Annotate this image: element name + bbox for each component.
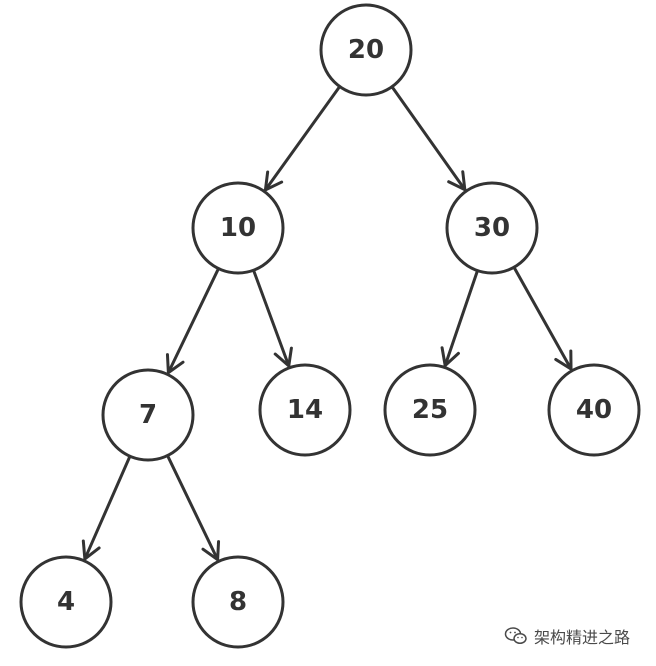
watermark-text: 架构精进之路 — [534, 628, 631, 647]
arrowhead-icon — [263, 170, 284, 192]
watermark: 架构精进之路 — [504, 624, 630, 648]
node-circle — [258, 363, 352, 457]
edge-line — [166, 267, 220, 375]
edge-line — [443, 269, 479, 368]
tree-node-40: 40 — [547, 363, 641, 457]
edge-line — [166, 454, 220, 562]
edge-30-25 — [440, 269, 479, 368]
node-circle — [191, 181, 285, 275]
node-label: 10 — [220, 213, 256, 243]
arrowhead-icon — [81, 539, 101, 561]
edge-20-10 — [263, 85, 342, 192]
edge-7-4 — [81, 454, 132, 561]
edge-10-14 — [252, 268, 293, 368]
edge-line — [512, 265, 573, 371]
node-circle — [319, 3, 413, 97]
edge-line — [263, 85, 342, 192]
edge-line — [252, 268, 291, 368]
node-label: 7 — [139, 400, 157, 430]
tree-node-10: 10 — [191, 181, 285, 275]
edge-line — [83, 454, 132, 561]
arrowhead-icon — [447, 170, 467, 192]
node-label: 25 — [412, 395, 448, 425]
node-label: 8 — [229, 587, 247, 617]
tree-node-30: 30 — [445, 181, 539, 275]
edge-30-40 — [512, 265, 573, 371]
node-circle — [101, 368, 195, 462]
arrowhead-icon — [201, 540, 221, 562]
node-circle — [383, 363, 477, 457]
node-circle — [445, 181, 539, 275]
nodes-layer: 20 10 30 7 14 25 40 4 8 — [19, 3, 641, 649]
wechat-icon — [504, 627, 527, 645]
tree-node-25: 25 — [383, 363, 477, 457]
node-circle — [547, 363, 641, 457]
arrowhead-icon — [165, 353, 185, 375]
node-label: 4 — [57, 587, 75, 617]
arrowhead-icon — [440, 346, 460, 368]
node-label: 40 — [576, 395, 612, 425]
edges-layer — [81, 85, 573, 562]
edge-7-8 — [166, 454, 221, 562]
tree-node-7: 7 — [101, 368, 195, 462]
arrowhead-icon — [273, 346, 293, 368]
arrowhead-icon — [554, 349, 573, 371]
node-circle — [19, 555, 113, 649]
node-label: 30 — [474, 213, 510, 243]
tree-node-20: 20 — [319, 3, 413, 97]
node-circle — [191, 555, 285, 649]
edge-10-7 — [165, 267, 220, 375]
tree-node-14: 14 — [258, 363, 352, 457]
tree-node-8: 8 — [191, 555, 285, 649]
edge-20-30 — [390, 85, 467, 192]
edge-line — [390, 85, 467, 192]
node-label: 14 — [287, 395, 323, 425]
tree-node-4: 4 — [19, 555, 113, 649]
node-label: 20 — [348, 35, 384, 65]
